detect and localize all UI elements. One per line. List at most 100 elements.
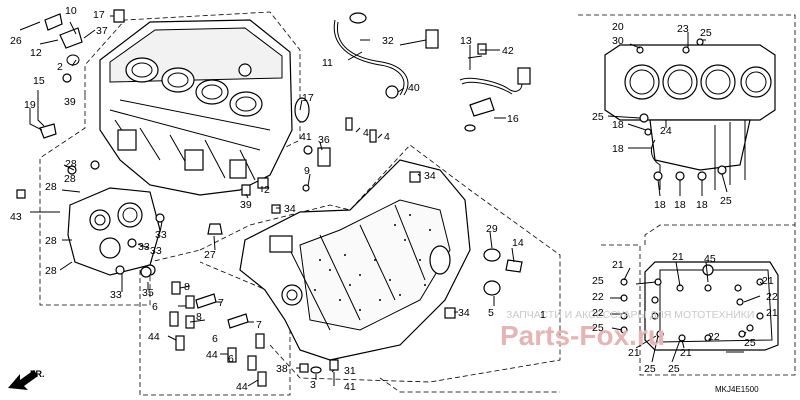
callout-12: 12 [30,47,42,59]
callout-28-d: 28 [45,235,57,247]
callout-20: 20 [612,21,624,33]
callout-15: 15 [33,75,45,87]
callout-21-f: 21 [680,347,692,359]
callout-21-c: 21 [762,275,774,287]
upper-crankcase [99,19,293,196]
callout-44-a: 44 [148,331,160,343]
callout-28-e: 28 [45,265,57,277]
group-box-right [578,14,796,376]
group-box-bolts [139,261,291,396]
cylinder-block-right [604,38,776,190]
side-cover [67,187,161,276]
callout-4-a: 4 [363,127,369,139]
fasteners-left [16,9,523,319]
callout-18-a: 18 [612,119,624,131]
oil-pan [620,261,779,351]
callout-38: 38 [276,363,288,375]
callout-45: 45 [704,253,716,265]
callout-39-mid: 39 [240,199,252,211]
callout-19: 19 [24,99,36,111]
callout-24: 24 [660,125,672,137]
callout-17-mid: 17 [302,92,314,104]
group-box-bottom-link [379,377,560,393]
callout-7-a: 7 [218,297,224,309]
callout-7-b: 7 [256,319,262,331]
callout-30: 30 [612,35,624,47]
callout-11: 11 [322,57,333,69]
callout-18-c: 18 [654,199,666,211]
callout-43: 43 [10,211,22,223]
callout-35: 35 [142,287,154,299]
callout-36: 36 [318,134,330,146]
callout-21-a: 21 [612,259,624,271]
watermark-text: ЗАПЧАСТИ И АКСЕССУАРЫ ДЛЯ МОТОТЕХНИКИ [506,309,754,321]
callout-4-b: 4 [384,131,390,143]
callout-32: 32 [382,35,394,47]
callout-10: 10 [65,5,77,17]
callout-25-oil-d: 25 [644,363,656,375]
callout-26: 26 [10,35,22,47]
callout-34-c: 34 [458,307,470,319]
front-label: FR. [30,369,45,379]
callout-labels: 26 12 10 37 17 2 39 15 19 11 32 40 13 42… [10,5,778,393]
callout-13: 13 [460,35,472,47]
callout-25-oil-a: 25 [592,275,604,287]
callout-37: 37 [96,25,108,37]
callout-28-c: 28 [45,181,57,193]
callout-21-b: 21 [672,251,684,263]
callout-33-a: 33 [150,245,162,257]
callout-41-top: 41 [300,131,312,143]
group-box-lower-crankcase [199,144,561,383]
callout-25-oil-b: 25 [592,322,604,334]
callout-21-e: 21 [628,347,640,359]
callout-33-d: 33 [138,241,150,253]
callout-21-d: 21 [766,307,778,319]
callout-2-mid: 2 [264,184,270,196]
watermark-logo: Parts-Fox.ru [500,320,665,351]
callout-25-mid: 25 [720,195,732,207]
callout-22-b: 22 [766,291,778,303]
callout-34-a: 34 [284,203,296,215]
callout-25-oil-c: 25 [744,337,756,349]
callout-1: 1 [540,309,546,321]
lower-crankcase [239,159,471,361]
callout-6-a: 6 [152,301,158,313]
callout-2-top: 2 [57,61,63,73]
diagram-code: MKJ4E1500 [715,385,759,394]
callout-22-d: 22 [708,331,720,343]
callout-9: 9 [304,165,310,177]
callout-44-b: 44 [206,349,218,361]
callout-25-oil-e: 25 [668,363,680,375]
callout-25-left: 25 [592,111,604,123]
group-box-oilpan-inset [644,224,795,245]
callout-18-d: 18 [674,199,686,211]
callout-27: 27 [204,249,216,261]
callout-42: 42 [502,45,514,57]
callout-22-a: 22 [592,291,604,303]
callout-23: 23 [677,23,689,35]
callout-40: 40 [408,82,420,94]
callout-22-c: 22 [592,307,604,319]
callout-3: 3 [310,379,316,391]
callout-5: 5 [488,307,494,319]
callout-31: 31 [344,365,356,377]
callout-29: 29 [486,223,498,235]
callout-17-top: 17 [93,9,105,21]
callout-44-c: 44 [236,381,248,393]
callout-8-b: 8 [196,311,202,323]
wiring-harness [333,12,531,132]
callout-33-b: 33 [110,289,122,301]
callout-6-c: 6 [228,353,234,365]
leader-lines [19,15,763,387]
callout-18-e: 18 [696,199,708,211]
callout-8-a: 8 [184,281,190,293]
callout-6-b: 6 [212,333,218,345]
callout-41-bottom: 41 [344,381,356,393]
callout-39-top: 39 [64,96,76,108]
callout-34-b: 34 [424,170,436,182]
callout-28-a: 28 [65,158,77,170]
front-direction-arrow: FR. [8,369,45,390]
callout-16: 16 [507,113,519,125]
